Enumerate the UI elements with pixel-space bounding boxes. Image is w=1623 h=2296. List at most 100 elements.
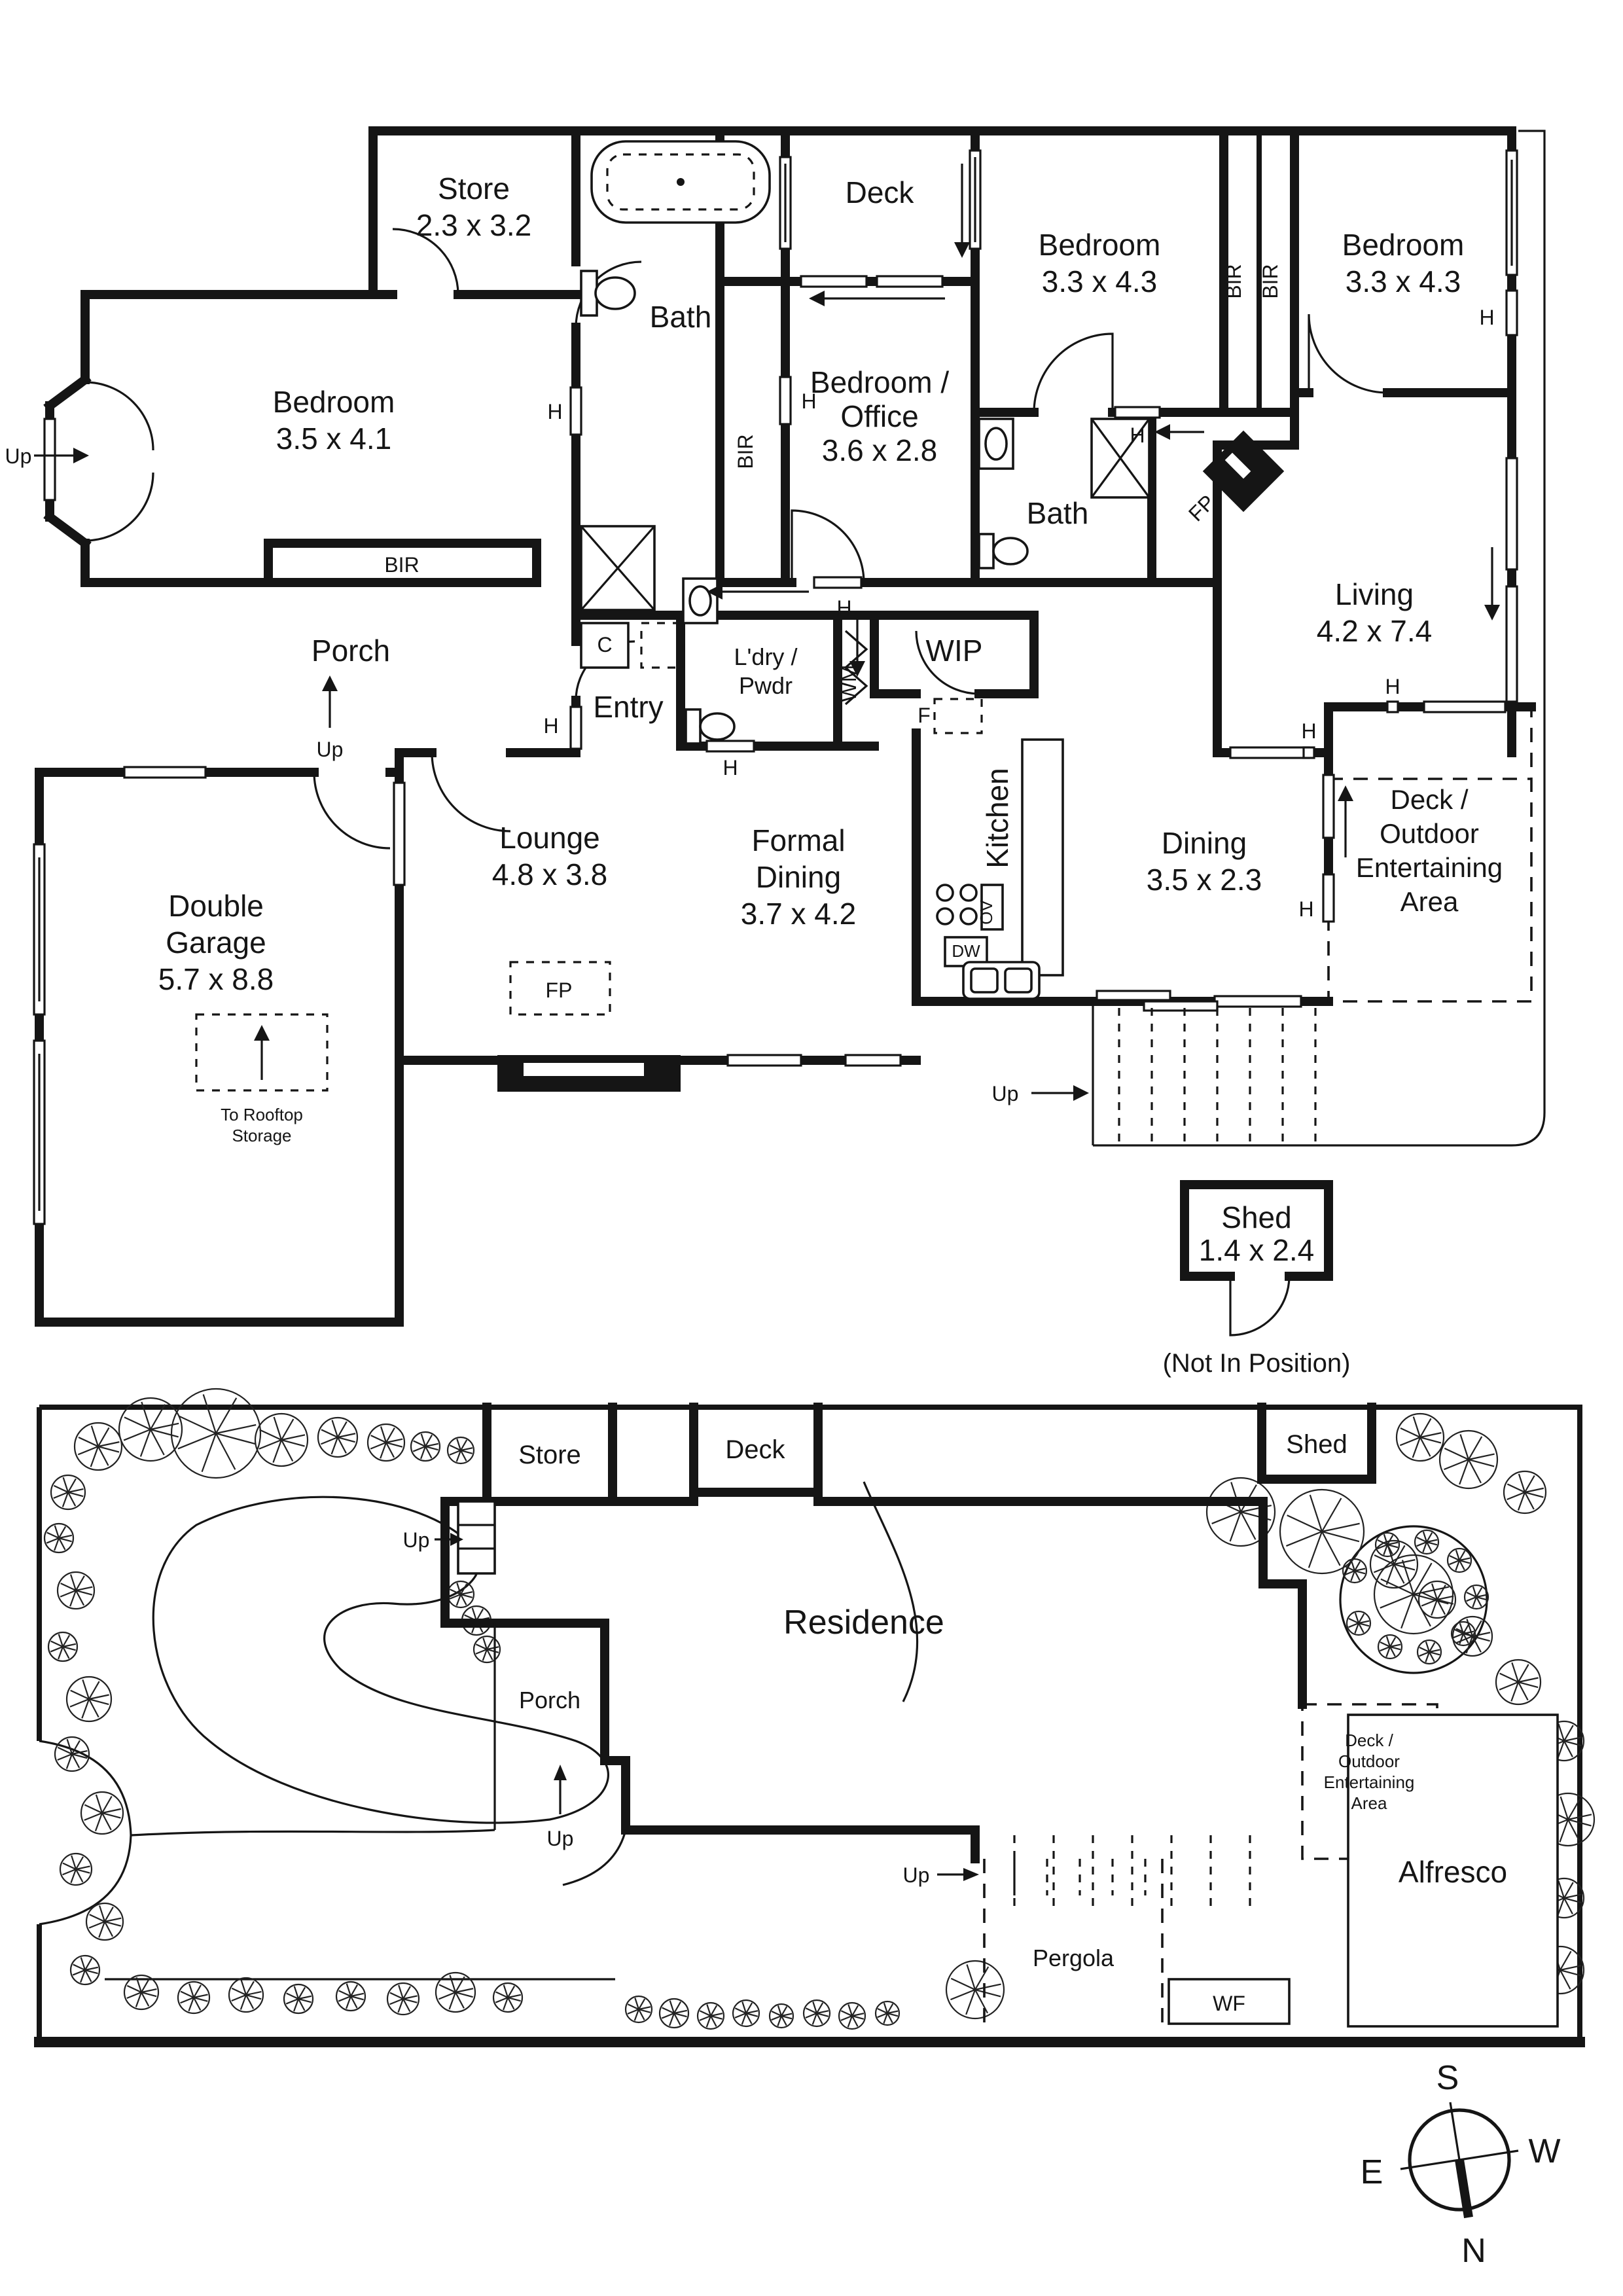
bir-symbol: BIR xyxy=(1258,264,1282,298)
up-label: Up xyxy=(992,1082,1019,1105)
deck-outdoor-l4: Area xyxy=(1400,886,1459,917)
compass: S N E W xyxy=(1361,2059,1561,2270)
window-symbols xyxy=(33,149,1518,1225)
compass-s: S xyxy=(1436,2059,1459,2097)
h-symbol: H xyxy=(1479,306,1494,329)
rooftop-l1: To Rooftop xyxy=(221,1105,303,1124)
laundry-l1: L'dry / xyxy=(734,643,798,670)
living-fireplace xyxy=(1202,430,1285,512)
h-symbol: H xyxy=(1298,897,1313,921)
kitchen-label: Kitchen xyxy=(980,768,1014,868)
deck-outdoor-l2: Outdoor xyxy=(1380,818,1479,849)
upper-floor-plan: Store 2.3 x 3.2 Bath Deck Bedroom 3.3 x … xyxy=(5,126,1546,1378)
bedroom-office-l1: Bedroom / xyxy=(810,365,949,399)
lounge-label: Lounge xyxy=(499,821,600,855)
shed-label: Shed xyxy=(1221,1200,1291,1234)
site-side-up: Up xyxy=(403,1528,430,1552)
compass-e: E xyxy=(1361,2153,1383,2191)
toilet-tank xyxy=(685,708,702,745)
bir-symbol: BIR xyxy=(384,553,419,577)
entry-label: Entry xyxy=(593,690,663,724)
bedroom3-dim: 3.5 x 4.1 xyxy=(276,422,391,456)
store-dim: 2.3 x 3.2 xyxy=(416,208,531,242)
h-symbol: H xyxy=(1301,719,1316,743)
site-deck-outdoor-l4: Area xyxy=(1351,1793,1387,1813)
living-label: Living xyxy=(1335,577,1414,611)
cupboard-c xyxy=(580,622,630,669)
compass-w: W xyxy=(1528,2132,1560,2170)
compass-needle xyxy=(1455,2159,1473,2219)
garage-l2: Garage xyxy=(166,925,266,960)
bedroom3-label: Bedroom xyxy=(273,385,395,419)
site-residence-label: Residence xyxy=(783,1604,944,1641)
garage-l1: Double xyxy=(168,889,264,923)
site-alfresco-label: Alfresco xyxy=(1399,1855,1507,1889)
h-symbol: H xyxy=(543,714,558,738)
side-steps xyxy=(435,1500,496,1575)
wm-symbol: WM xyxy=(837,665,861,702)
toilet-tank xyxy=(978,533,995,569)
site-deck-label: Deck xyxy=(725,1435,785,1464)
residence-outline xyxy=(440,1403,1438,1886)
garage-dim: 5.7 x 8.8 xyxy=(158,962,274,996)
porch-label: Porch xyxy=(312,634,390,668)
toilet xyxy=(699,712,736,741)
h-symbol: H xyxy=(836,596,851,620)
site-deck-outdoor-l1: Deck / xyxy=(1345,1731,1393,1750)
bir-symbol: BIR xyxy=(1222,264,1245,298)
ov-symbol: OV xyxy=(976,900,996,925)
garden-lines xyxy=(105,1481,1488,1981)
site-deck-outdoor-l3: Entertaining xyxy=(1324,1772,1415,1792)
deck-outdoor-l1: Deck / xyxy=(1390,784,1468,815)
bedroom1-label: Bedroom xyxy=(1039,228,1161,262)
fp-symbol: FP xyxy=(546,978,573,1002)
c-symbol: C xyxy=(597,633,612,656)
dw-symbol: DW xyxy=(952,941,980,961)
toilet xyxy=(992,537,1029,565)
fixtures xyxy=(195,140,1285,1092)
site-porch-up: Up xyxy=(547,1827,574,1850)
toilet xyxy=(594,276,636,310)
dining-label: Dining xyxy=(1162,826,1247,860)
site-store-label: Store xyxy=(518,1441,581,1469)
site-plan: Store Deck Shed Residence Porch Up Up Up… xyxy=(34,1388,1596,2047)
compass-circle xyxy=(1408,2108,1511,2212)
site-deck-outdoor-l2: Outdoor xyxy=(1338,1751,1400,1771)
h-markers xyxy=(569,289,1518,923)
dining-dim: 3.5 x 2.3 xyxy=(1147,863,1262,897)
site-steps-up: Up xyxy=(903,1863,930,1887)
bedroom2-label: Bedroom xyxy=(1342,228,1465,262)
bath-label: Bath xyxy=(650,300,712,334)
fridge-dashed xyxy=(933,698,983,734)
cooktop xyxy=(936,884,954,902)
f-symbol: F xyxy=(918,704,931,727)
site-pergola-label: Pergola xyxy=(1033,1945,1115,1971)
up-label: Up xyxy=(5,444,32,468)
site-boundary xyxy=(37,1405,1582,2042)
lounge-dim: 4.8 x 3.8 xyxy=(492,857,607,891)
door-arcs xyxy=(84,228,1388,850)
formal-dim: 3.7 x 4.2 xyxy=(741,897,856,931)
compass-s-line xyxy=(1449,2102,1461,2161)
bedroom1-dim: 3.3 x 4.3 xyxy=(1042,264,1157,298)
store-label: Store xyxy=(438,171,510,206)
eaves-line xyxy=(1093,130,1546,1147)
steps xyxy=(1092,1001,1317,1145)
bir-symbol: BIR xyxy=(734,434,757,469)
bedroom-office-l2: Office xyxy=(840,399,918,433)
rooftop-l2: Storage xyxy=(232,1126,291,1145)
h-symbol: H xyxy=(1130,423,1145,447)
wf-box xyxy=(1168,1978,1291,2025)
bath2-label: Bath xyxy=(1027,496,1089,530)
h-symbol: H xyxy=(722,756,738,780)
pergola-area xyxy=(983,1859,1164,2026)
shed-detail: Shed 1.4 x 2.4 (Not In Position) xyxy=(1163,1180,1351,1378)
h-symbol: H xyxy=(801,389,816,413)
site-wf-label: WF xyxy=(1213,1992,1245,2015)
deck-label: Deck xyxy=(846,175,915,209)
laundry-l2: Pwdr xyxy=(739,672,793,699)
up-label: Up xyxy=(317,738,344,761)
shed-note: (Not In Position) xyxy=(1163,1349,1351,1378)
lounge-fp-dashed xyxy=(509,961,611,1016)
rear-steps xyxy=(937,1835,1251,1914)
